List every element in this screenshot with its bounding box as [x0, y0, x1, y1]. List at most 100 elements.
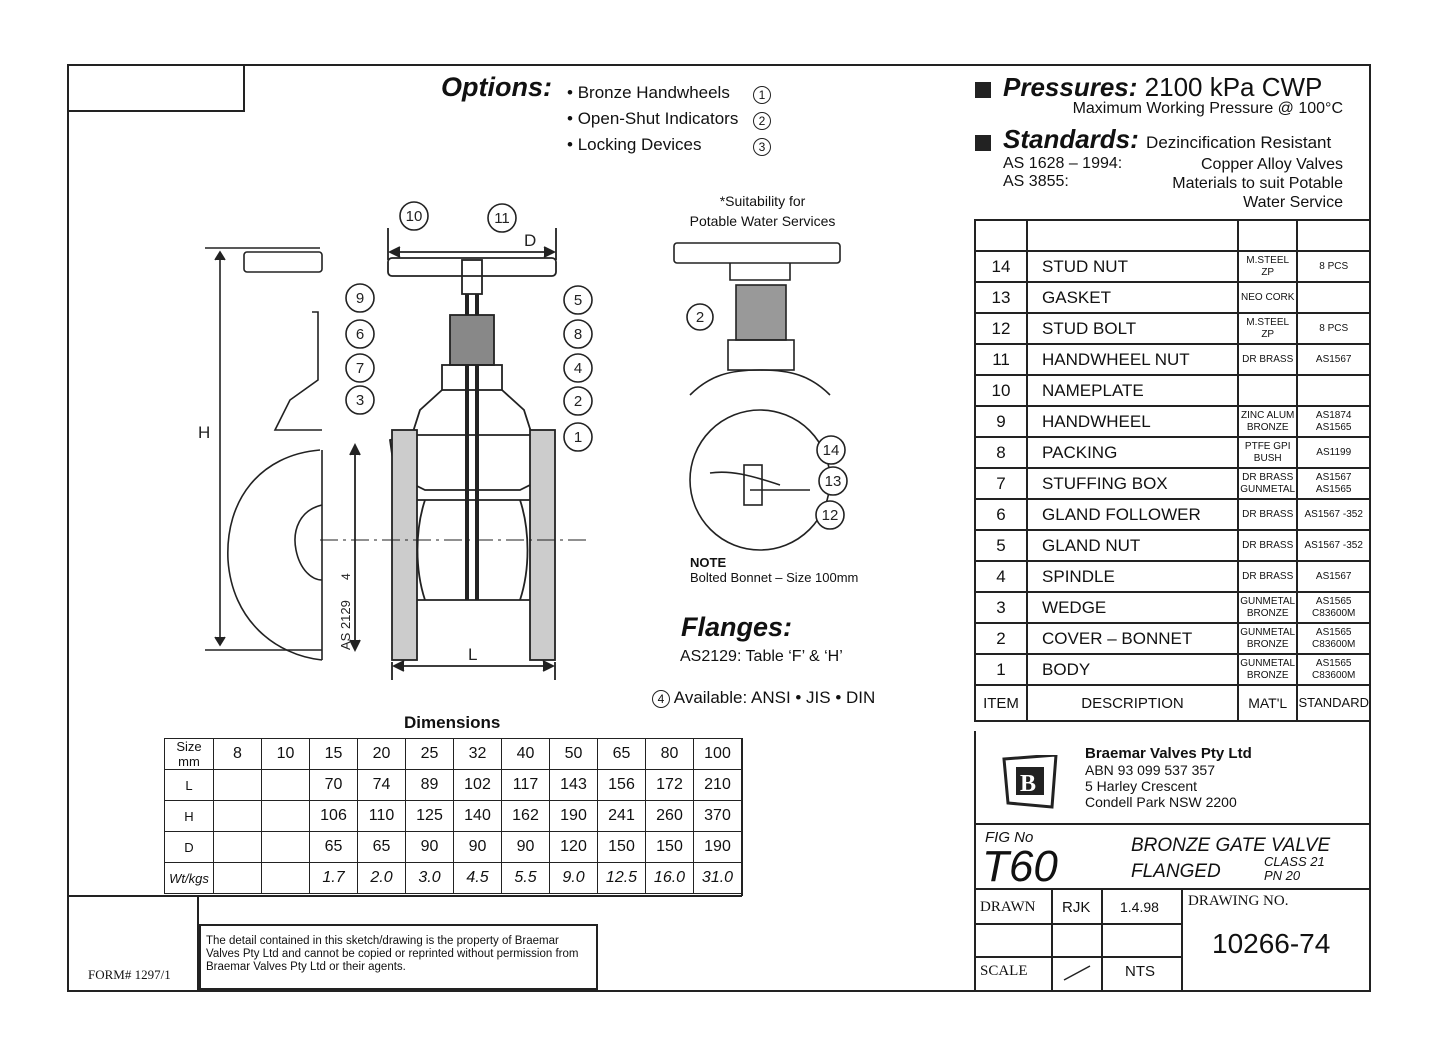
parts-cell: WEDGE	[1026, 591, 1239, 624]
dimensions-cell: 15	[309, 738, 358, 770]
callout-circle: 2	[753, 112, 771, 130]
parts-cell: AS1567	[1296, 343, 1371, 376]
dimensions-cell: 156	[597, 769, 646, 801]
drawn-date: 1.4.98	[1120, 899, 1159, 915]
callout-label: 11	[494, 210, 510, 227]
fig-label: FIG No	[985, 829, 1034, 846]
bullet-square	[975, 135, 991, 151]
scale-value: NTS	[1125, 963, 1155, 980]
svg-text:B: B	[1020, 771, 1036, 797]
parts-cell: COVER – BONNET	[1026, 622, 1239, 655]
bolted-note: NOTE Bolted Bonnet – Size 100mm	[690, 555, 859, 585]
callout-label: 10	[406, 208, 423, 225]
dimensions-cell: 50	[549, 738, 598, 770]
parts-cell: 8 PCS	[1296, 312, 1371, 345]
parts-cell: 3	[973, 591, 1029, 624]
parts-cell: BODY	[1026, 653, 1239, 686]
callout-label: 8	[574, 326, 582, 343]
l-label: L	[468, 645, 477, 664]
callout-label: 2	[696, 309, 704, 326]
flanges-text: AS2129: Table ‘F’ & ‘H’	[680, 648, 843, 665]
dimensions-cell: 32	[453, 738, 502, 770]
detail-drawings: 2 14 13 12	[673, 242, 848, 551]
parts-cell: NEO CORK	[1236, 281, 1299, 314]
parts-cell: NAMEPLATE	[1026, 374, 1239, 407]
scale-slash	[1063, 965, 1091, 981]
dimensions-cell: 9.0	[549, 862, 598, 894]
dimensions-cell: 20	[357, 738, 406, 770]
parts-cell: AS1565 C83600M	[1296, 622, 1371, 655]
as-label: AS 2129	[338, 600, 353, 650]
parts-cell: HANDWHEEL NUT	[1026, 343, 1239, 376]
dimensions-cell: 117	[501, 769, 550, 801]
parts-cell: 14	[973, 250, 1029, 283]
dimensions-cell	[261, 769, 310, 801]
standards-descs: Copper Alloy Valves Materials to suit Po…	[1172, 156, 1343, 211]
parts-cell: STUD BOLT	[1026, 312, 1239, 345]
parts-cell: DR BRASS	[1236, 498, 1299, 531]
fig-number: T60	[982, 842, 1058, 891]
dimensions-cell: 90	[501, 831, 550, 863]
form-number: FORM# 1297/1	[88, 967, 171, 982]
main-valve	[320, 228, 590, 680]
scale-label: SCALE	[980, 963, 1028, 979]
parts-cell: 5	[973, 529, 1029, 562]
callouts: 10 11 9 5 6 8 7 4 3 2 1	[345, 201, 593, 452]
parts-cell: 8	[973, 436, 1029, 469]
dimensions-cell: 102	[453, 769, 502, 801]
dimensions-cell: Size mm	[164, 738, 214, 770]
flanges-title: Flanges:	[681, 612, 793, 642]
dimensions-cell	[213, 831, 262, 863]
dimensions-cell: 143	[549, 769, 598, 801]
parts-cell: 4	[973, 560, 1029, 593]
dimensions-cell: 120	[549, 831, 598, 863]
dimensions-cell	[213, 769, 262, 801]
dimensions-cell: 10	[261, 738, 310, 770]
dimensions-cell: 8	[213, 738, 262, 770]
parts-cell: 11	[973, 343, 1029, 376]
dimensions-cell: 90	[405, 831, 454, 863]
dimensions-cell: L	[164, 769, 214, 801]
drawing-no-label: DRAWING NO.	[1188, 893, 1289, 909]
callout-label: 2	[574, 393, 582, 410]
callout-label: 3	[356, 392, 364, 409]
parts-cell: 6	[973, 498, 1029, 531]
dimensions-cell: 106	[309, 800, 358, 832]
parts-cell: 7	[973, 467, 1029, 500]
callout-label: 7	[356, 360, 364, 377]
company-logo: B	[1002, 755, 1058, 809]
parts-cell: GLAND NUT	[1026, 529, 1239, 562]
parts-cell: AS1567	[1296, 560, 1371, 593]
parts-cell: AS1199	[1296, 436, 1371, 469]
dimensions-cell: 65	[309, 831, 358, 863]
company-info: Braemar Valves Pty Ltd ABN 93 099 537 35…	[1085, 745, 1252, 811]
callout-label: 4	[574, 360, 582, 377]
parts-cell: DR BRASS	[1236, 343, 1299, 376]
callout-circle: 1	[753, 86, 771, 104]
h-label: H	[198, 423, 210, 442]
dimensions-cell: 100	[693, 738, 742, 770]
parts-cell: 1	[973, 653, 1029, 686]
dimensions-cell: 89	[405, 769, 454, 801]
dimensions-cell: 190	[549, 800, 598, 832]
parts-cell: M.STEEL ZP	[1236, 250, 1299, 283]
parts-cell	[1296, 374, 1371, 407]
flanges-available: 4 Available: ANSI • JIS • DIN	[652, 688, 875, 708]
legal-notice: The detail contained in this sketch/draw…	[199, 924, 598, 990]
dimensions-cell: 210	[693, 769, 742, 801]
parts-cell: M.STEEL ZP	[1236, 312, 1299, 345]
parts-cell: AS1565 C83600M	[1296, 653, 1371, 686]
parts-cell	[1236, 374, 1299, 407]
dimensions-cell: 12.5	[597, 862, 646, 894]
dimensions-cell: 90	[453, 831, 502, 863]
suitability-note: *Suitability for Potable Water Services	[689, 193, 836, 229]
